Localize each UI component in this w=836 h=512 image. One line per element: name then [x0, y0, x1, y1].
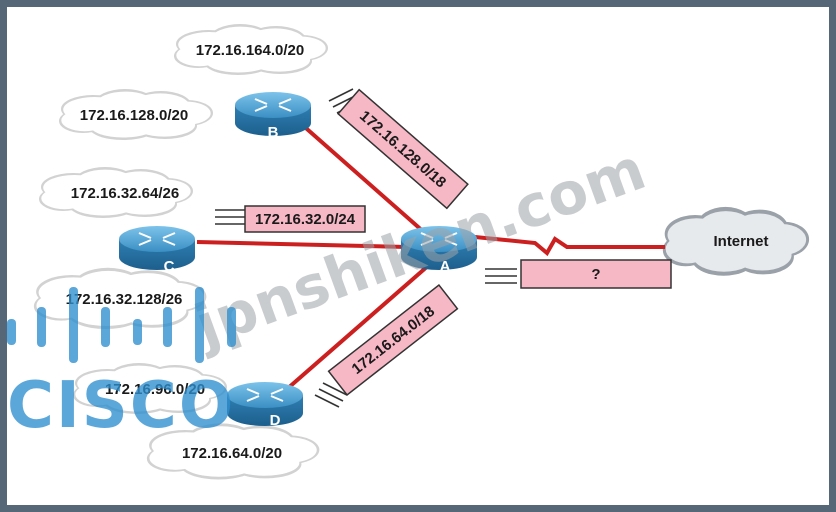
summary-label-b: 172.16.128.0/18 [337, 88, 469, 210]
summary-text-d: 172.16.64.0/18 [349, 303, 438, 378]
link-b-a [297, 120, 427, 235]
network-label-b-left: 172.16.128.0/20 [80, 107, 188, 124]
hatch-d [314, 382, 348, 408]
network-label-d-left: 172.16.96.0/20 [105, 381, 205, 398]
summary-text-c: 172.16.32.0/24 [255, 211, 356, 228]
router-arrows-icon [254, 98, 292, 112]
network-label-c-bottom: 172.16.32.128/26 [66, 291, 183, 308]
summary-text-a: ? [591, 266, 600, 283]
network-diagram: 172.16.128.0/18 172.16.32.0/24 ? 172.16.… [7, 24, 810, 480]
link-a-internet [474, 235, 665, 257]
link-d-a [285, 263, 431, 391]
router-label-c: C [164, 258, 175, 275]
cisco-bars-icon [7, 287, 236, 363]
network-label-c-top: 172.16.32.64/26 [71, 185, 179, 202]
summary-label-c: 172.16.32.0/24 [244, 205, 366, 233]
summary-text-b: 172.16.128.0/18 [356, 107, 449, 191]
router-arrows-icon [420, 232, 458, 246]
router-b[interactable]: B [235, 92, 311, 141]
network-label-b-top: 172.16.164.0/20 [196, 42, 304, 59]
cisco-logo-text: CISCO [7, 369, 235, 443]
router-label-a: A [440, 258, 451, 275]
router-arrows-icon [138, 232, 176, 246]
router-c[interactable]: C [119, 226, 195, 275]
router-label-b: B [268, 124, 279, 141]
internet-label: Internet [713, 233, 768, 250]
router-label-d: D [270, 412, 281, 429]
link-c-a [196, 240, 408, 249]
router-arrows-icon [246, 388, 284, 402]
network-label-d-bottom: 172.16.64.0/20 [182, 445, 282, 462]
hatch-c [215, 209, 245, 225]
hatch-a [485, 268, 517, 284]
router-a[interactable]: A [401, 226, 477, 275]
router-d[interactable]: D [227, 382, 303, 429]
summary-label-a: ? [520, 259, 672, 289]
cisco-logo: CISCO [7, 287, 236, 443]
